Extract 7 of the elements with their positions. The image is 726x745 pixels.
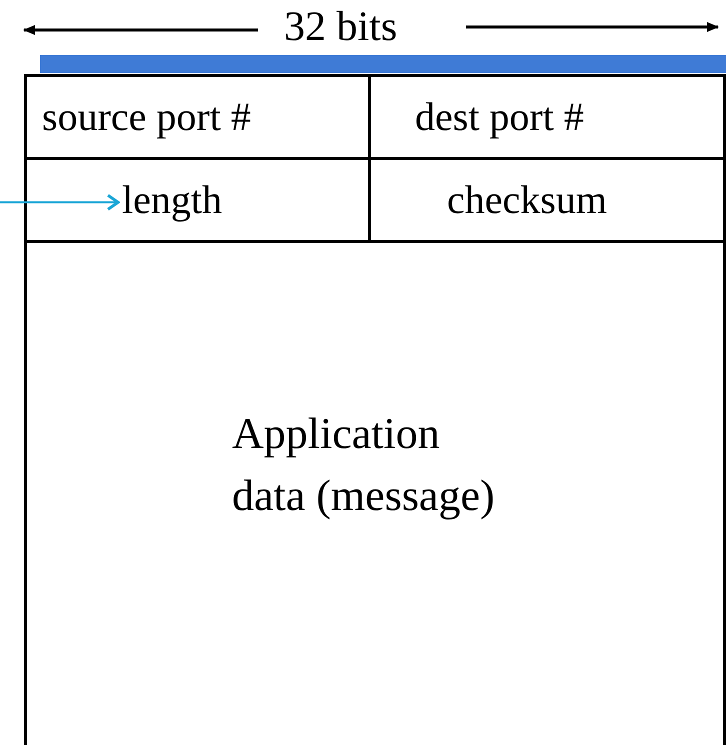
field-label: Application data (message) xyxy=(232,403,502,528)
dimension-label: 32 bits xyxy=(284,4,398,50)
arrow xyxy=(0,194,120,211)
field-label: checksum xyxy=(447,177,607,223)
field-label: length xyxy=(122,177,222,223)
field-label: dest port # xyxy=(415,94,584,140)
field-label: source port # xyxy=(42,94,251,140)
